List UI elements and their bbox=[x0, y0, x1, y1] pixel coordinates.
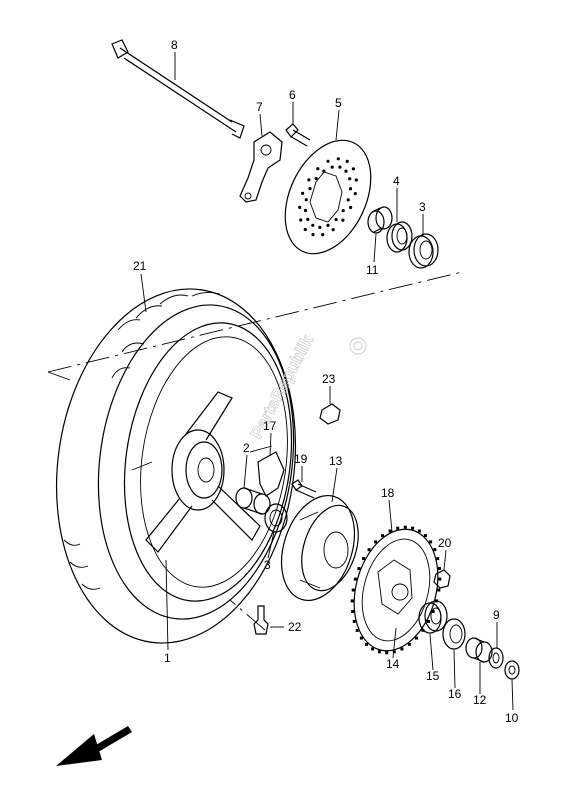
brake-disc-part-5 bbox=[284, 139, 372, 255]
callout-11: 11 bbox=[366, 263, 379, 277]
spacer-part-2 bbox=[235, 487, 271, 515]
spacer-part-12 bbox=[465, 637, 493, 663]
bolt-part-6 bbox=[285, 123, 311, 147]
caliper-bracket-part-7 bbox=[239, 131, 283, 203]
collar-part-11 bbox=[367, 206, 393, 234]
callout-3-upper: 3 bbox=[419, 200, 426, 214]
oil-seal-part-16 bbox=[442, 618, 466, 650]
axis-lines bbox=[47, 271, 463, 631]
callout-6: 6 bbox=[289, 88, 296, 102]
damper-part-17 bbox=[257, 451, 285, 497]
disc-holes bbox=[298, 157, 358, 237]
callout-12: 12 bbox=[473, 693, 487, 707]
tire-wheel-part-21 bbox=[55, 288, 297, 644]
sprocket-carrier-part-13 bbox=[281, 494, 359, 602]
axle-part-8 bbox=[111, 39, 245, 139]
callout-5: 5 bbox=[335, 96, 342, 110]
callout-15: 15 bbox=[426, 669, 440, 683]
callout-21: 21 bbox=[133, 259, 147, 273]
callout-18: 18 bbox=[381, 486, 395, 500]
front-direction-arrow-icon bbox=[56, 726, 132, 766]
callout-labels: 8 6 7 5 4 3 11 21 23 17 2 19 13 18 20 3 … bbox=[133, 38, 519, 725]
sprocket-teeth bbox=[350, 525, 442, 655]
callout-8: 8 bbox=[171, 38, 178, 52]
oil-seal-part-3-upper bbox=[408, 233, 439, 269]
nut-part-20 bbox=[433, 569, 451, 589]
callout-4: 4 bbox=[393, 174, 400, 188]
callout-13: 13 bbox=[329, 454, 343, 468]
callout-20: 20 bbox=[438, 536, 452, 550]
bearing-part-15 bbox=[418, 600, 448, 634]
callout-22: 22 bbox=[288, 620, 302, 634]
callout-14: 14 bbox=[386, 657, 400, 671]
callout-10: 10 bbox=[505, 711, 519, 725]
oil-seal-part-3-lower bbox=[264, 503, 288, 533]
callout-17: 17 bbox=[263, 419, 277, 433]
bearing-part-4 bbox=[386, 221, 413, 253]
valve-part-22 bbox=[253, 605, 269, 635]
callout-19: 19 bbox=[294, 452, 308, 466]
callout-9: 9 bbox=[493, 608, 500, 622]
nut-part-10 bbox=[504, 660, 520, 680]
callout-1: 1 bbox=[164, 651, 171, 665]
washer-part-9 bbox=[488, 647, 504, 669]
callout-2: 2 bbox=[243, 441, 250, 455]
nut-part-23 bbox=[319, 403, 341, 425]
leader-lines bbox=[140, 52, 514, 711]
callout-23: 23 bbox=[322, 372, 336, 386]
watermark-text: PartsRepublik bbox=[247, 332, 318, 442]
bolt-part-19 bbox=[291, 479, 317, 499]
callout-16: 16 bbox=[448, 687, 462, 701]
callout-7: 7 bbox=[256, 100, 263, 114]
callout-3-lower: 3 bbox=[264, 558, 271, 572]
